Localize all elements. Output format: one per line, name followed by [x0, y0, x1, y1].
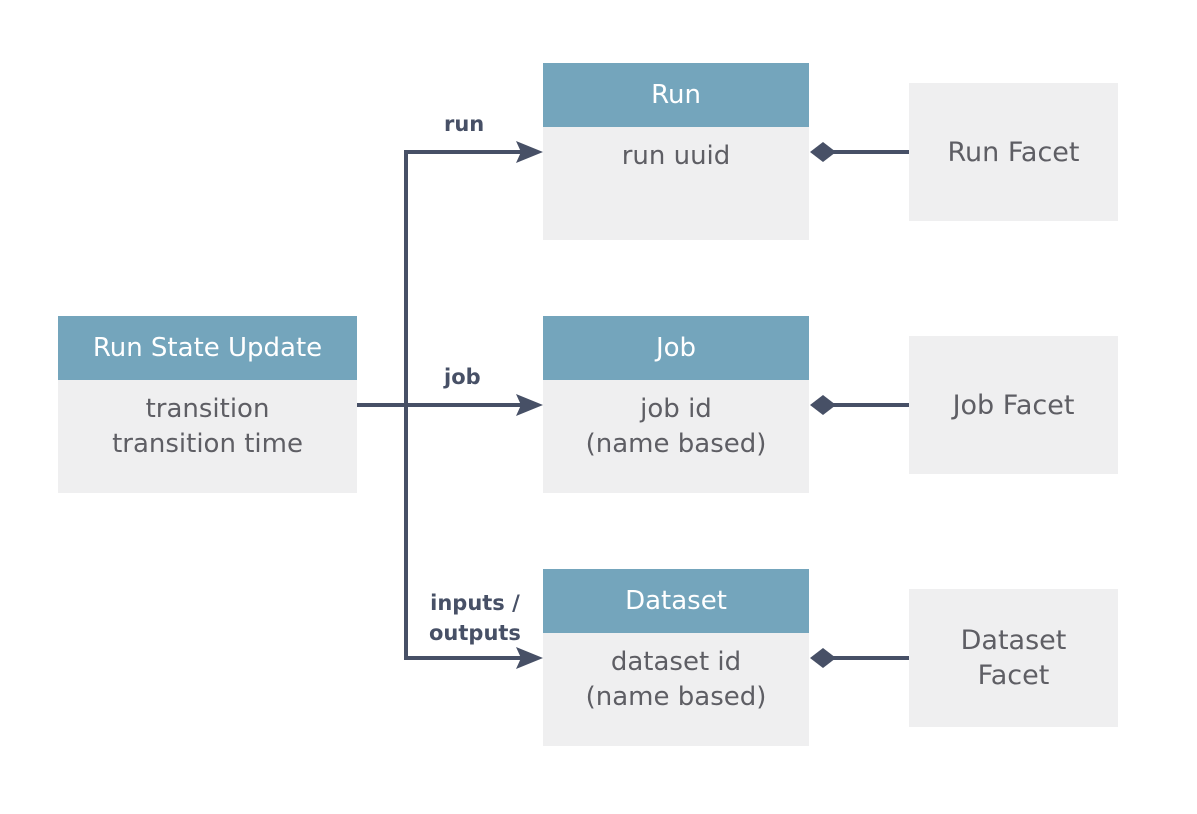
job-id-note: (name based)	[585, 429, 767, 459]
run-facet-diamond	[810, 142, 836, 162]
job-facet-label: Job Facet	[952, 389, 1075, 421]
transition-field: transition	[145, 394, 270, 424]
job-box: Job job id (name based)	[543, 316, 809, 493]
run-body: run uuid	[543, 127, 809, 174]
job-body: job id (name based)	[543, 380, 809, 462]
transition-time-field: transition time	[112, 429, 303, 459]
job-title: Job	[543, 316, 809, 380]
run-uuid-field: run uuid	[621, 141, 731, 171]
io-edge-label: inputs / outputs	[429, 588, 521, 648]
run-state-update-body: transition transition time	[58, 380, 357, 462]
run-facet-label: Run Facet	[947, 136, 1080, 168]
run-box: Run run uuid	[543, 63, 809, 240]
job-arrowhead	[516, 394, 543, 416]
run-arrowhead	[516, 141, 543, 163]
dataset-box: Dataset dataset id (name based)	[543, 569, 809, 746]
dataset-facet-box: Dataset Facet	[909, 589, 1118, 727]
dataset-facet-label-line2: Facet	[977, 660, 1050, 691]
dataset-body: dataset id (name based)	[543, 633, 809, 715]
dataset-id-field: dataset id	[610, 647, 742, 677]
job-id-field: job id	[640, 394, 712, 424]
run-state-update-box: Run State Update transition transition t…	[58, 316, 357, 493]
dataset-id-note: (name based)	[585, 682, 767, 712]
io-edge-label-line1: inputs /	[430, 591, 520, 615]
dataset-arrowhead	[516, 647, 543, 669]
dataset-facet-label-line1: Dataset	[960, 625, 1067, 656]
dataset-facet-diamond	[810, 648, 836, 668]
run-title: Run	[543, 63, 809, 127]
run-state-update-title: Run State Update	[58, 316, 357, 380]
job-facet-box: Job Facet	[909, 336, 1118, 474]
job-edge-label: job	[444, 365, 481, 389]
run-edge-label: run	[444, 112, 485, 136]
dataset-title: Dataset	[543, 569, 809, 633]
run-facet-box: Run Facet	[909, 83, 1118, 221]
io-edge-label-line2: outputs	[429, 621, 521, 645]
job-facet-diamond	[810, 395, 836, 415]
